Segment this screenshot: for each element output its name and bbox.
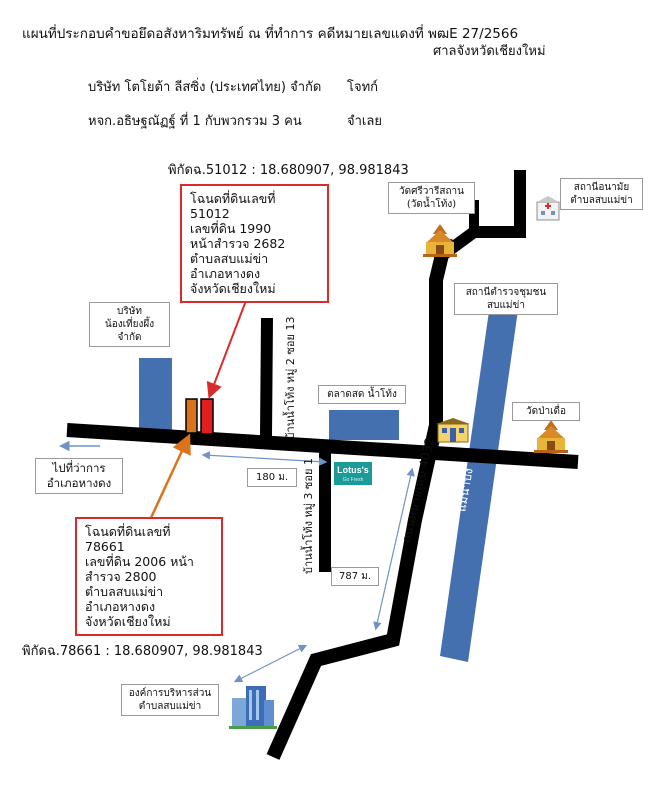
temple-pa-duea-label: วัดป่าเดื่อ bbox=[512, 402, 580, 421]
deed-78661-line: สำรวจ 2800 bbox=[85, 569, 157, 584]
hospital-icon bbox=[536, 196, 560, 221]
deed-78661-line: อำเภอหางดง bbox=[85, 599, 156, 614]
main-road bbox=[66, 423, 579, 469]
sao-label-line: องค์การบริหารส่วน bbox=[128, 688, 212, 699]
health-station-line: ตำบลสบแม่ข่า bbox=[570, 195, 633, 206]
lotus-logo-text: Lotus's bbox=[337, 465, 369, 475]
court-name: ศาลจังหวัดเชียงใหม่ bbox=[433, 44, 546, 59]
defendant-name: หจก.อธิษฐณัฏฐ์ ที่ 1 กับพวกรวม 3 คน bbox=[88, 114, 302, 129]
police-label-line: สบแม่ข่า bbox=[487, 300, 525, 311]
company-label: บริษัท น้องเที่ยงผึ้ง จำกัด bbox=[89, 302, 170, 347]
office-building-icon bbox=[229, 686, 277, 729]
to-district-label: ไปที่ว่าการ อำเภอหางดง bbox=[35, 458, 123, 494]
deed-51012-line: โฉนดที่ดินเลขที่ 51012 bbox=[190, 191, 276, 221]
coord-78661: พิกัดฉ.78661 : 18.680907, 98.981843 bbox=[22, 644, 263, 659]
dist-180-label: 180 ม. bbox=[247, 468, 297, 487]
deed-51012-line: อำเภอหางดง bbox=[190, 266, 261, 281]
company-label-line: บริษัท bbox=[117, 306, 142, 317]
defendant-role: จำเลย bbox=[347, 114, 382, 129]
deed-51012-line: จังหวัดเชียงใหม่ bbox=[190, 281, 276, 296]
deed-78661-line: ตำบลสบแม่ข่า bbox=[85, 584, 164, 599]
company-building bbox=[139, 358, 172, 430]
deed-78661-box: โฉนดที่ดินเลขที่ 78661 เลขที่ดิน 2006 หน… bbox=[75, 517, 223, 636]
to-district-line: อำเภอหางดง bbox=[46, 476, 112, 490]
dim-787-line bbox=[373, 467, 415, 631]
deed-51012-box: โฉนดที่ดินเลขที่ 51012 เลขที่ดิน 1990 หน… bbox=[180, 184, 329, 303]
temple-icon bbox=[534, 420, 568, 453]
deed-78661-line: โฉนดที่ดินเลขที่ 78661 bbox=[85, 524, 171, 554]
dist-787-text: 787 ม. bbox=[338, 571, 372, 582]
sao-label-line: ตำบลสบแม่ข่า bbox=[138, 701, 202, 712]
lotus-logo-subtext: Go Fresh bbox=[343, 477, 364, 483]
river bbox=[440, 290, 520, 662]
temple-pa-duea-text: วัดป่าเดื่อ bbox=[526, 406, 566, 417]
to-district-line: ไปที่ว่าการ bbox=[52, 461, 106, 475]
dist-787-label: 787 ม. bbox=[331, 567, 379, 586]
pointer-78661 bbox=[148, 433, 191, 521]
company-label-line: น้องเที่ยงผึ้ง bbox=[104, 319, 155, 330]
deed-51012-line: หน้าสำรวจ 2682 bbox=[190, 236, 286, 251]
plot-51012 bbox=[200, 398, 214, 435]
soi-13-road bbox=[260, 317, 273, 437]
market-label: ตลาดสด น้ำโท้ง bbox=[318, 385, 406, 404]
highway-4032 bbox=[266, 236, 453, 760]
roads bbox=[66, 170, 579, 760]
deed-78661-line: จังหวัดเชียงใหม่ bbox=[85, 614, 171, 629]
coord-51012: พิกัดฉ.51012 : 18.680907, 98.981843 bbox=[168, 163, 409, 178]
deed-78661-line: เลขที่ดิน 2006 หน้า bbox=[85, 554, 194, 569]
lotus-logo: Lotus's Go Fresh bbox=[334, 462, 372, 485]
dim-180-line bbox=[201, 451, 328, 466]
market-building bbox=[329, 410, 399, 440]
temple-icon bbox=[423, 224, 457, 257]
health-station-line: สถานีอนามัย bbox=[573, 182, 630, 193]
police-label-line: สถานีตำรวจชุมชน bbox=[465, 287, 547, 298]
deed-51012-line: เลขที่ดิน 1990 bbox=[190, 221, 272, 236]
police-station-icon bbox=[436, 418, 470, 443]
temple-srivari-line: วัดศรีวารีสถาน bbox=[398, 186, 465, 197]
temple-srivari-line: (วัดน้ำโท้ง) bbox=[406, 199, 457, 210]
market-label-text: ตลาดสด น้ำโท้ง bbox=[327, 389, 397, 400]
plaintiff-name: บริษัท โตโยต้า ลีสซิ่ง (ประเทศไทย) จำกัด bbox=[88, 80, 322, 95]
health-station-label: สถานีอนามัย ตำบลสบแม่ข่า bbox=[560, 178, 643, 210]
deed-51012-line: ตำบลสบแม่ข่า bbox=[190, 251, 269, 266]
road-label-soi-1: บ้านน้ำโท้ง หมู่ 3 ซอย 1 bbox=[302, 458, 315, 574]
road-label-soi-13: บ้านน้ำโท้ง หมู่ 2 ซอย 13 bbox=[284, 316, 297, 440]
company-label-line: จำกัด bbox=[117, 332, 142, 343]
plot-78661 bbox=[185, 398, 198, 434]
north-branch-road bbox=[432, 170, 526, 265]
dist-180-text: 180 ม. bbox=[255, 472, 289, 483]
page-title: แผนที่ประกอบคำขอยึดอสังหาริมทรัพย์ ณ ที่… bbox=[22, 26, 519, 42]
temple-srivari-label: วัดศรีวารีสถาน (วัดน้ำโท้ง) bbox=[388, 182, 475, 214]
dim-sao-line bbox=[233, 644, 308, 683]
police-label: สถานีตำรวจชุมชน สบแม่ข่า bbox=[454, 283, 558, 315]
pointer-51012 bbox=[206, 297, 248, 399]
plaintiff-role: โจทก์ bbox=[347, 80, 379, 95]
sao-label: องค์การบริหารส่วน ตำบลสบแม่ข่า bbox=[121, 684, 219, 716]
